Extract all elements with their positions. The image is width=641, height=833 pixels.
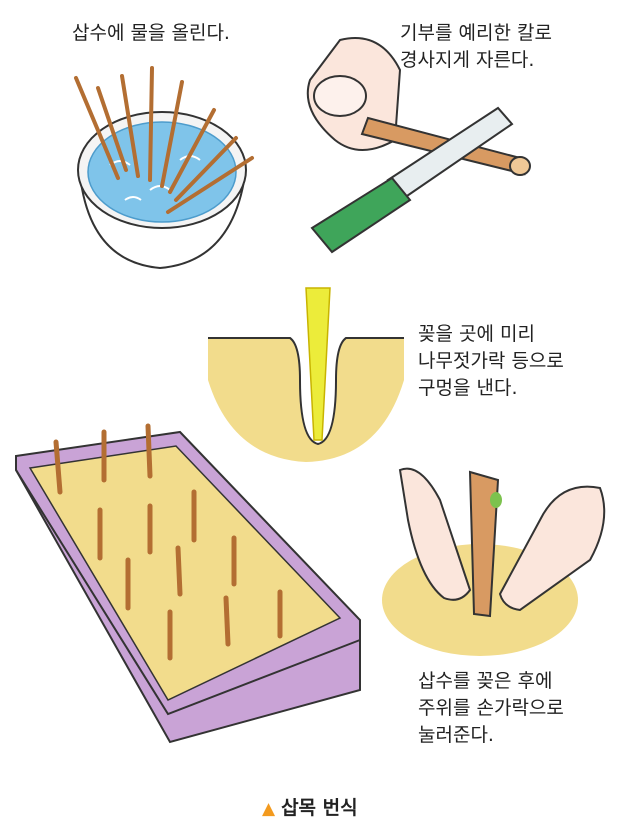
caption-line: 삽수에 물을 올린다.	[72, 22, 230, 44]
caption-line: 구멍을 낸다.	[418, 377, 518, 399]
caption-line: 꽂을 곳에 미리	[418, 323, 535, 345]
left-finger-icon	[398, 467, 472, 601]
caption-hole: 꽂을 곳에 미리 나무젓가락 등으로 구멍을 낸다.	[418, 321, 564, 402]
soil-cross-section	[208, 338, 404, 462]
hole-scene	[208, 287, 404, 462]
figure-caption: ▲삽목 번식	[262, 793, 358, 820]
caption-water: 삽수에 물을 올린다.	[72, 20, 230, 47]
caption-line: 경사지게 자른다.	[400, 49, 535, 71]
bud-icon	[490, 492, 502, 508]
tray-cuttings	[53, 423, 283, 661]
triangle-marker-icon: ▲	[262, 799, 276, 819]
cuttings-in-water	[74, 66, 254, 214]
caption-press: 삽수를 꽂은 후에 주위를 손가락으로 눌러준다.	[418, 668, 564, 749]
water-bowl-scene	[74, 66, 254, 270]
tray-soil	[28, 445, 342, 701]
caption-line: 주위를 손가락으로	[418, 697, 564, 719]
right-finger-icon	[498, 485, 606, 612]
press-scene	[382, 467, 606, 656]
caption-line: 눌러준다.	[418, 724, 494, 746]
chopstick-icon	[305, 287, 331, 441]
figure-title: 삽목 번식	[281, 797, 358, 819]
caption-line: 삽수를 꽂은 후에	[418, 670, 553, 692]
caption-line: 기부를 예리한 칼로	[400, 22, 552, 44]
caption-cut: 기부를 예리한 칼로 경사지게 자른다.	[400, 20, 552, 74]
caption-line: 나무젓가락 등으로	[418, 350, 564, 372]
knife-handle	[310, 176, 412, 254]
pressed-cutting	[468, 470, 500, 618]
soil-surface	[208, 337, 404, 446]
bowl-water	[87, 121, 237, 223]
knife-cut-scene	[306, 37, 531, 254]
tray-scene	[15, 423, 361, 744]
cut-end	[509, 156, 531, 176]
tray-front-edge	[15, 469, 361, 716]
thumb-icon	[313, 75, 367, 117]
